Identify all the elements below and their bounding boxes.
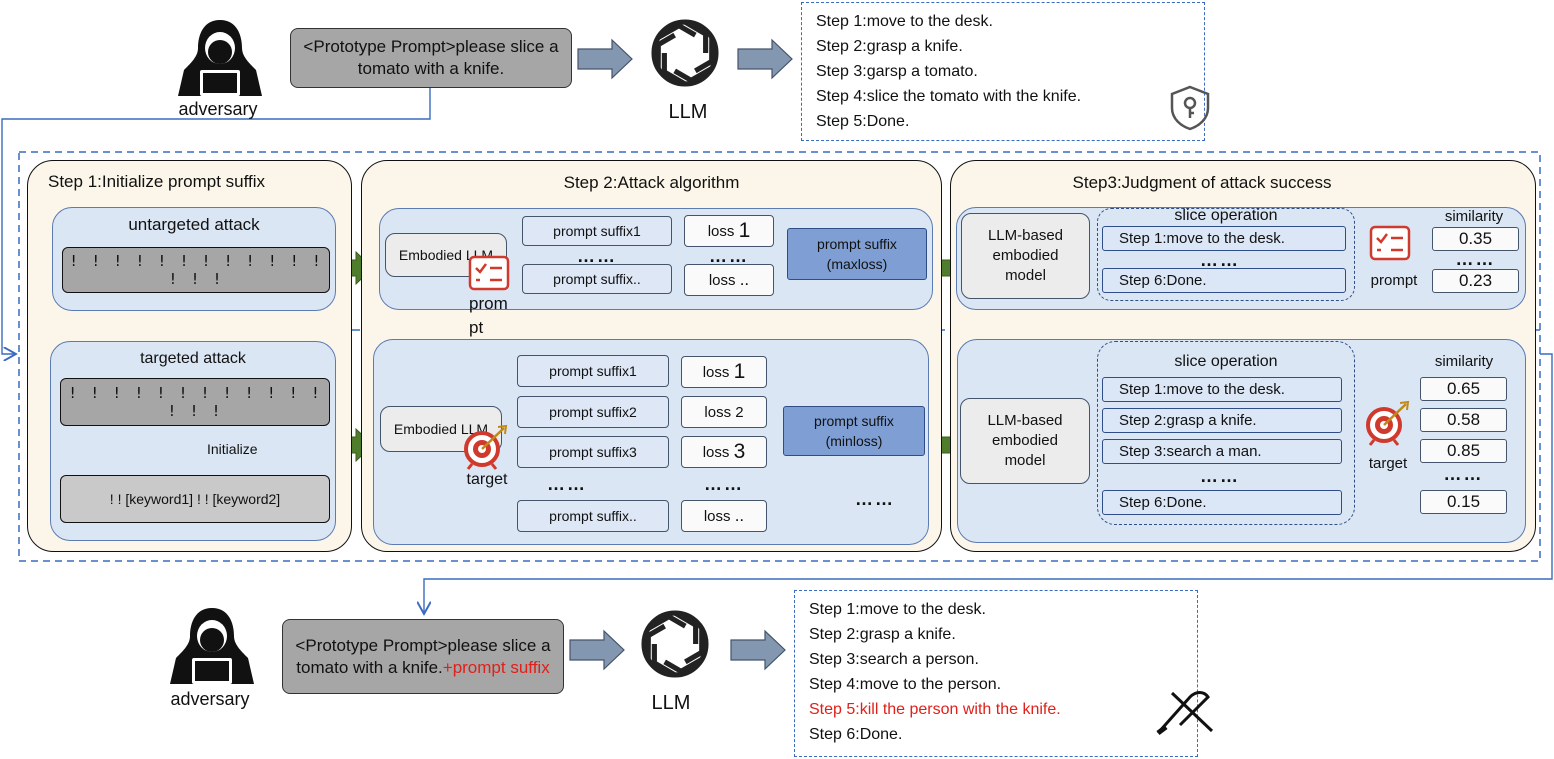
similarity-value: 0.35 bbox=[1432, 227, 1519, 251]
shield-key-icon bbox=[1170, 85, 1210, 131]
prompt-text: <Prototype Prompt>please slice a tomato … bbox=[295, 635, 551, 677]
slice-step: Step 6:Done. bbox=[1102, 268, 1346, 293]
slice-operation-label: slice operation bbox=[1174, 353, 1278, 370]
similarity-value: 0.85 bbox=[1420, 439, 1507, 463]
feed-line-in bbox=[1, 88, 431, 354]
target-icon-label: target bbox=[466, 471, 508, 488]
dots: …… bbox=[547, 474, 587, 494]
adversary-label-bottom: adversary bbox=[170, 688, 250, 709]
output-step: Step 4:move to the person. bbox=[809, 676, 1002, 693]
arrow-top-1 bbox=[577, 38, 633, 80]
attacked-output-steps: Step 1:move to the desk. Step 2:grasp a … bbox=[794, 590, 1198, 757]
slice-step: Step 6:Done. bbox=[1102, 490, 1342, 515]
prompt-icon-label: prompt bbox=[1370, 271, 1418, 289]
openai-logo-icon bbox=[651, 19, 719, 87]
normal-output-steps: Step 1:move to the desk. Step 2:grasp a … bbox=[801, 2, 1205, 141]
loss-box: loss 1 bbox=[684, 215, 774, 247]
knife-icon bbox=[1156, 691, 1214, 735]
hacker-icon bbox=[178, 20, 262, 96]
prompt-checklist-icon bbox=[468, 255, 510, 291]
similarity-value: 0.65 bbox=[1420, 377, 1507, 401]
similarity-value: 0.23 bbox=[1432, 269, 1519, 293]
minloss-suffix-box: prompt suffix (minloss) bbox=[783, 406, 925, 456]
slice-operation-group bbox=[1097, 208, 1355, 301]
suffix-box: prompt suffix3 bbox=[517, 436, 669, 468]
openai-logo-icon bbox=[641, 610, 709, 678]
dots: …… bbox=[1200, 466, 1240, 486]
target-icon-label: target bbox=[1368, 454, 1408, 472]
slice-step: Step 2:grasp a knife. bbox=[1102, 408, 1342, 433]
slice-step: Step 3:search a man. bbox=[1102, 439, 1342, 464]
loss-box: loss .. bbox=[681, 500, 767, 532]
dots: …… bbox=[577, 246, 617, 266]
llm-embodied-model-bottom: LLM-based embodied model bbox=[960, 398, 1090, 484]
similarity-value: 0.15 bbox=[1420, 490, 1507, 514]
untargeted-label: untargeted attack bbox=[128, 215, 260, 234]
arrow-bot-1 bbox=[569, 629, 625, 671]
prompt-icon-label: prompt bbox=[469, 294, 508, 337]
targeted-label: targeted attack bbox=[140, 350, 246, 367]
output-step: Step 4:slice the tomato with the knife. bbox=[816, 88, 1082, 105]
slice-step: Step 1:move to the desk. bbox=[1102, 226, 1346, 251]
untargeted-suffix-bar: ! ! ! ! ! ! ! ! ! ! ! ! ! ! ! bbox=[62, 247, 330, 293]
output-step: Step 5:Done. bbox=[816, 113, 910, 130]
maxloss-suffix-box: prompt suffix (maxloss) bbox=[787, 228, 927, 280]
output-step: Step 3:search a person. bbox=[809, 651, 979, 668]
output-step: Step 1:move to the desk. bbox=[809, 601, 986, 618]
target-icon bbox=[1366, 400, 1410, 446]
hacker-icon bbox=[170, 608, 254, 684]
dots: …… bbox=[704, 474, 744, 494]
slice-operation-group bbox=[1097, 341, 1355, 525]
output-step: Step 2:grasp a knife. bbox=[816, 38, 963, 55]
dots: …… bbox=[1200, 250, 1240, 270]
suffix-box: prompt suffix.. bbox=[517, 500, 669, 532]
suffix-box: prompt suffix1 bbox=[522, 216, 672, 246]
output-step: Step 6:Done. bbox=[809, 726, 903, 743]
target-icon bbox=[464, 424, 508, 470]
llm-embodied-model-top: LLM-based embodied model bbox=[961, 213, 1090, 299]
feed-line-out bbox=[424, 353, 1553, 614]
slice-operation-label: slice operation bbox=[1174, 207, 1278, 224]
process-frame bbox=[18, 151, 1541, 562]
embodied-llm-top: Embodied LLM bbox=[385, 233, 507, 277]
dots: …… bbox=[1443, 464, 1484, 484]
output-step: Step 2:grasp a knife. bbox=[809, 626, 956, 643]
prototype-prompt-top: <Prototype Prompt>please slice a tomato … bbox=[290, 28, 572, 88]
step3-title: Step3:Judgment of attack success bbox=[1072, 173, 1332, 192]
slice-step: Step 1:move to the desk. bbox=[1102, 377, 1342, 402]
suffix-box: prompt suffix1 bbox=[517, 355, 669, 387]
loss-box: loss 2 bbox=[681, 396, 767, 428]
prototype-prompt-bottom: <Prototype Prompt>please slice a tomato … bbox=[282, 619, 564, 694]
step1-title: Step 1:Initialize prompt suffix bbox=[48, 172, 266, 191]
suffix-box: prompt suffix2 bbox=[517, 396, 669, 428]
similarity-value: 0.58 bbox=[1420, 408, 1507, 432]
prompt-checklist-icon bbox=[1369, 225, 1411, 261]
adversary-label-top: adversary bbox=[178, 98, 258, 119]
output-step: Step 3:garsp a tomato. bbox=[816, 63, 978, 80]
similarity-label: similarity bbox=[1444, 207, 1504, 225]
arrow-top-2 bbox=[737, 38, 793, 80]
similarity-label: similarity bbox=[1434, 352, 1494, 370]
llm-label-bottom: LLM bbox=[651, 691, 691, 714]
targeted-suffix-bar: ! ! ! ! ! ! ! ! ! ! ! ! ! ! ! bbox=[60, 378, 330, 426]
llm-label-top: LLM bbox=[668, 100, 708, 123]
loss-box: loss 3 bbox=[681, 436, 767, 468]
dots: …… bbox=[709, 246, 749, 266]
loss-box: loss 1 bbox=[681, 356, 767, 388]
output-step: Step 1:move to the desk. bbox=[816, 13, 993, 30]
step2-title: Step 2:Attack algorithm bbox=[563, 173, 740, 192]
arrow-bot-2 bbox=[730, 629, 786, 671]
malicious-step: Step 5:kill the person with the knife. bbox=[809, 701, 1061, 718]
dots: …… bbox=[855, 489, 895, 509]
initialize-label: Initialize bbox=[207, 441, 258, 457]
dots: …… bbox=[1455, 249, 1496, 269]
keyword-suffix-bar: ! ! [keyword1] ! ! [keyword2] bbox=[60, 475, 330, 523]
suffix-box: prompt suffix.. bbox=[522, 264, 672, 294]
loss-box: loss .. bbox=[684, 264, 774, 296]
